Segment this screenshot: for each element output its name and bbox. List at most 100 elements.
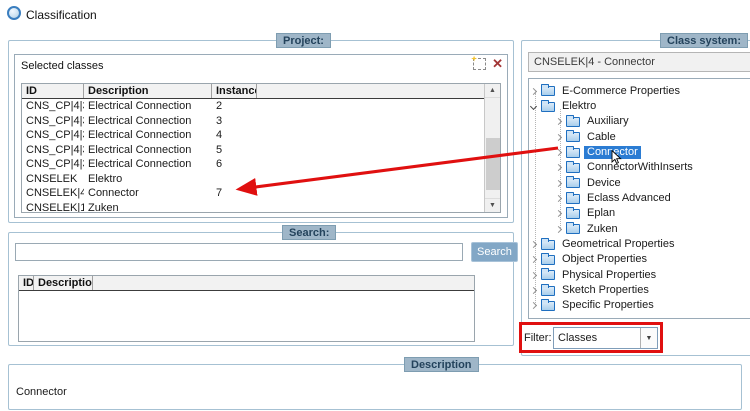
chevron-right-icon[interactable] [529, 271, 538, 279]
chevron-right-icon[interactable] [554, 149, 563, 157]
selected-classes-panel: Selected classes ✕ ID Description Instan… [14, 54, 508, 218]
folder-icon [541, 283, 555, 296]
tree-item-label: Object Properties [562, 253, 647, 266]
tree-guide-line [560, 109, 561, 228]
folder-icon [566, 114, 580, 127]
folder-icon [541, 268, 555, 281]
chevron-right-icon[interactable] [554, 210, 563, 218]
scroll-down-icon[interactable]: ▼ [485, 198, 500, 212]
tree-item-object-properties[interactable]: Object Properties [529, 252, 750, 267]
tree-item-label: Zuken [587, 222, 618, 235]
chevron-right-icon[interactable] [529, 241, 538, 249]
search-column-id[interactable]: ID [19, 276, 34, 290]
delete-icon[interactable]: ✕ [492, 56, 503, 71]
tree-item-elektro[interactable]: Elektro [529, 99, 750, 114]
column-header-description[interactable]: Description [84, 84, 212, 98]
filter-label: Filter: [524, 332, 552, 344]
scrollbar-thumb[interactable] [486, 138, 500, 190]
tree-item-specific-properties[interactable]: Specific Properties [529, 298, 750, 313]
project-badge: Project: [276, 33, 331, 48]
folder-icon [566, 145, 580, 158]
class-system-badge: Class system: [660, 33, 748, 48]
folder-icon [566, 191, 580, 204]
chevron-right-icon[interactable] [554, 225, 563, 233]
tree-item-label: Geometrical Properties [562, 238, 675, 251]
tree-item-eclass-advanced[interactable]: Eclass Advanced [529, 191, 750, 206]
chevron-right-icon[interactable] [554, 133, 563, 141]
tree-item-label: Physical Properties [562, 268, 657, 281]
chevron-right-icon[interactable] [554, 164, 563, 172]
tree-item-label: Sketch Properties [562, 284, 649, 297]
search-results-table: ID Description [18, 275, 475, 342]
page-title: Classification [26, 8, 97, 22]
tree-item-physical-properties[interactable]: Physical Properties [529, 268, 750, 283]
folder-icon [566, 222, 580, 235]
chevron-right-icon[interactable] [529, 287, 538, 295]
column-header-instance[interactable]: Instance [212, 84, 257, 98]
tree-item-connector[interactable]: Connector [529, 145, 750, 160]
search-column-description[interactable]: Description [34, 276, 93, 290]
filter-combobox[interactable]: Classes ▼ [553, 327, 658, 349]
tree-item-cable[interactable]: Cable [529, 130, 750, 145]
search-results-header: ID Description [19, 276, 474, 291]
description-text: Connector [16, 386, 67, 398]
filter-value: Classes [558, 332, 598, 344]
chevron-right-icon[interactable] [529, 256, 538, 264]
chevron-down-icon[interactable] [529, 102, 538, 111]
folder-icon [541, 84, 555, 97]
tree-item-device[interactable]: Device [529, 176, 750, 191]
search-badge: Search: [282, 225, 337, 240]
chevron-down-icon[interactable]: ▼ [640, 328, 657, 348]
description-badge: Description [404, 357, 479, 372]
folder-icon [541, 298, 555, 311]
tree-item-label: E-Commerce Properties [562, 84, 680, 97]
folder-icon [566, 206, 580, 219]
chevron-right-icon[interactable] [554, 179, 563, 187]
tree-item-label: Cable [587, 130, 616, 143]
tree-item-eplan[interactable]: Eplan [529, 206, 750, 221]
tree-item-label: Specific Properties [562, 299, 654, 312]
description-group [8, 364, 742, 410]
tree-item-label: ConnectorWithInserts [587, 161, 693, 174]
chevron-right-icon[interactable] [529, 302, 538, 310]
table-header: ID Description Instance [22, 84, 484, 99]
scroll-up-icon[interactable]: ▲ [485, 84, 500, 98]
tree-item-zuken[interactable]: Zuken [529, 222, 750, 237]
tree-item-auxiliary[interactable]: Auxiliary [529, 114, 750, 129]
tree-item-label: Eplan [587, 207, 616, 220]
tree-item-label: Elektro [562, 100, 597, 113]
folder-icon [566, 130, 580, 143]
chevron-right-icon[interactable] [529, 87, 538, 95]
folder-icon [566, 176, 580, 189]
search-input[interactable] [15, 243, 463, 261]
folder-icon [541, 237, 555, 250]
folder-icon [541, 252, 555, 265]
tree-item-e-commerce-properties[interactable]: E-Commerce Properties [529, 84, 750, 99]
selected-class-path: CNSELEK|4 - Connector [528, 52, 750, 72]
tree-item-label: Auxiliary [587, 115, 629, 128]
tree-item-geometrical-properties[interactable]: Geometrical Properties [529, 237, 750, 252]
chevron-right-icon[interactable] [554, 195, 563, 203]
new-item-icon[interactable] [473, 57, 487, 70]
tree-item-connectorwithinserts[interactable]: ConnectorWithInserts [529, 160, 750, 175]
chevron-right-icon[interactable] [554, 118, 563, 126]
table-scrollbar[interactable]: ▲ ▼ [484, 84, 500, 212]
column-header-id[interactable]: ID [22, 84, 84, 98]
search-button[interactable]: Search [471, 242, 518, 262]
tree-item-sketch-properties[interactable]: Sketch Properties [529, 283, 750, 298]
tree-item-label: Device [587, 176, 621, 189]
tree-item-label: Eclass Advanced [587, 192, 671, 205]
